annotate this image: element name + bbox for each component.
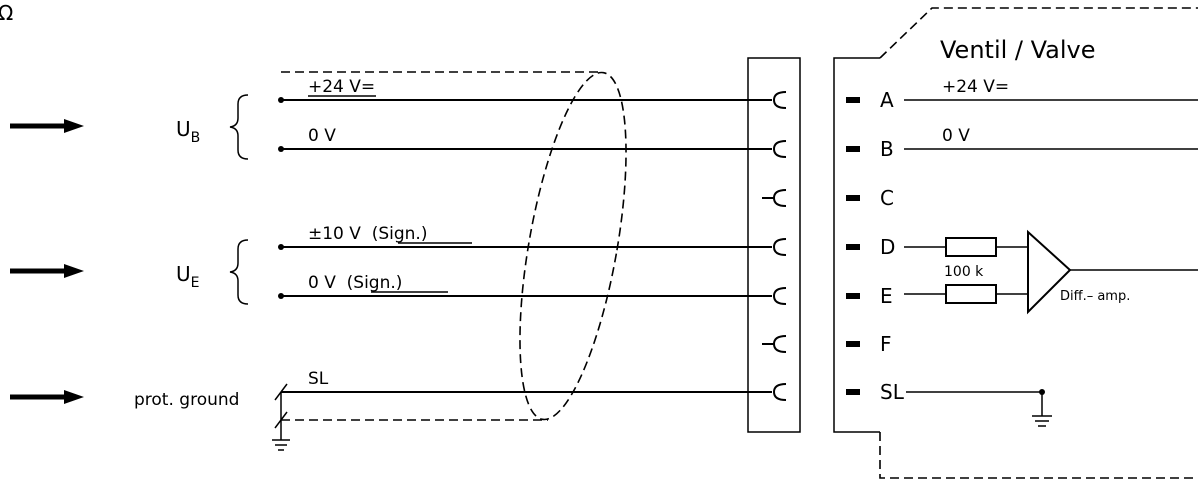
brace-ue	[229, 239, 249, 305]
wire-label-zero: 0 V	[308, 126, 336, 146]
wire-label-supply: +24 V=	[308, 77, 375, 97]
ground-symbol-left	[272, 383, 290, 451]
valve-pin-c: C	[880, 186, 894, 210]
brace-ub	[229, 94, 249, 160]
ue-label: UE	[176, 262, 200, 291]
valve-label-supply: +24 V=	[942, 77, 1009, 97]
valve-pin-e: E	[880, 284, 893, 308]
wire-label-protective: SL	[308, 369, 329, 389]
input-arrow-ue	[10, 264, 84, 278]
valve-title: Ventil / Valve	[940, 36, 1096, 64]
valve-pin-markers	[846, 97, 860, 395]
amplifier-label: Diff.– amp.	[1060, 289, 1130, 304]
resistor-label: 100 k	[944, 264, 984, 280]
corner-symbol: Ω	[0, 1, 13, 25]
connector-block	[747, 57, 801, 433]
valve-housing	[879, 7, 1198, 479]
wire-label-signal: ±10 V (Sign.)	[308, 224, 427, 244]
wire-label-signal-zero: 0 V (Sign.)	[308, 273, 402, 293]
valve-label-zero: 0 V	[942, 126, 970, 146]
valve-body-left	[833, 57, 880, 433]
valve-pin-d: D	[880, 235, 895, 259]
cable-shield	[519, 71, 627, 421]
valve-pin-a: A	[880, 88, 894, 112]
cable-wires	[278, 95, 772, 393]
connector-contacts	[762, 91, 787, 401]
valve-internal-wiring	[904, 99, 1198, 427]
valve-pin-b: B	[880, 137, 894, 161]
input-arrow-ub	[10, 119, 84, 133]
prot-ground-label: prot. ground	[134, 390, 239, 410]
ub-label: UB	[176, 117, 200, 146]
valve-pin-f: F	[880, 332, 892, 356]
input-arrow-ground	[10, 390, 84, 404]
valve-pin-sl: SL	[880, 380, 905, 404]
